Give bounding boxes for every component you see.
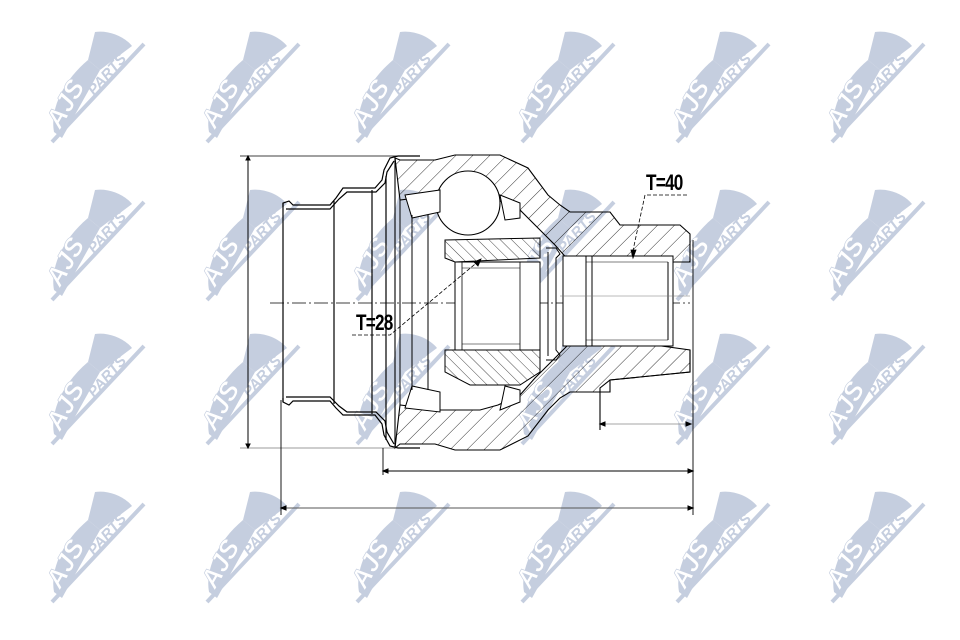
leader-lines [352, 194, 687, 336]
dimension-lines [240, 154, 695, 515]
outer-spline-label: T=40 [646, 170, 683, 195]
circlip [546, 247, 561, 361]
ball [435, 170, 501, 236]
stub-step [599, 350, 691, 430]
inner-race [444, 237, 541, 386]
cage [404, 189, 521, 413]
left-cup [282, 155, 420, 449]
inner-spline-label: T=28 [356, 310, 393, 335]
stub-bore [560, 255, 690, 347]
